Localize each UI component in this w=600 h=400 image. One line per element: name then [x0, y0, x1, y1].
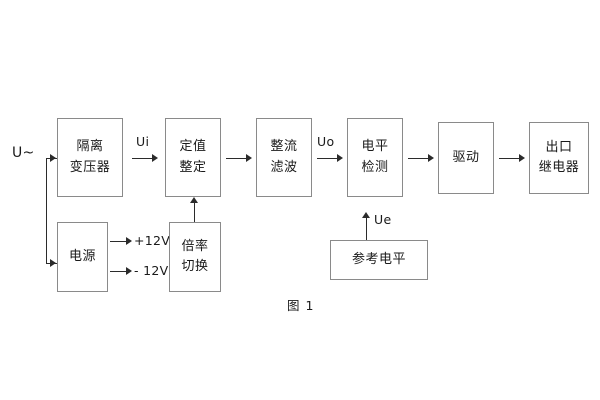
- arrow-level-to-drive-line: [408, 158, 430, 159]
- block-line: 滤波: [270, 159, 298, 175]
- block-line: 倍率: [181, 238, 209, 254]
- block-drive: 驱动: [438, 122, 494, 194]
- arrow-reference-to-level-head: [362, 212, 370, 218]
- block-reference-level: 参考电平: [330, 240, 428, 280]
- block-line: 电平: [361, 139, 389, 155]
- arrow-level-to-drive-head: [428, 154, 434, 162]
- block-line: 继电器: [538, 160, 580, 175]
- block-level-detection: 电平 检测: [347, 118, 403, 197]
- block-line: 变压器: [69, 159, 111, 175]
- block-line: 参考电平: [351, 251, 406, 267]
- arrow-multiplier-to-setting-line: [194, 203, 195, 222]
- arrow-multiplier-to-setting-head: [190, 197, 198, 203]
- block-power-supply: 电源: [57, 222, 108, 292]
- block-isolation-transformer: 隔离 变压器: [57, 118, 123, 197]
- rail-negative-arrow: [126, 267, 132, 275]
- arrow-drive-to-relay-line: [499, 158, 521, 159]
- rail-positive-label: +12V: [134, 233, 171, 248]
- block-output-relay: 出口 继电器: [529, 122, 589, 194]
- block-line: 整流: [270, 139, 298, 155]
- arrow-reference-to-level-line: [366, 218, 367, 240]
- block-line: 检测: [361, 159, 389, 175]
- block-line: 整定: [179, 159, 207, 175]
- signal-label-ue: Ue: [374, 212, 392, 227]
- signal-label-uo: Uo: [317, 134, 335, 149]
- arrow-setting-to-rectify-head: [246, 154, 252, 162]
- block-line: 隔离: [76, 139, 104, 155]
- feed-to-transformer-arrow: [50, 154, 56, 162]
- rail-negative-line: [110, 271, 128, 272]
- rail-positive-arrow: [126, 237, 132, 245]
- rail-negative-label: - 12V: [134, 263, 169, 278]
- input-bus-vertical: [46, 158, 47, 263]
- arrow-transformer-to-setting-line: [132, 158, 154, 159]
- arrow-rectify-to-level-line: [317, 158, 339, 159]
- feed-to-power-arrow: [50, 259, 56, 267]
- block-setting-value: 定值 整定: [165, 118, 221, 197]
- block-line: 出口: [545, 139, 573, 155]
- input-signal-label: U~: [12, 145, 35, 161]
- block-multiplier-switch: 倍率 切换: [169, 222, 221, 292]
- rail-positive-line: [110, 241, 128, 242]
- block-line: 定值: [179, 139, 207, 155]
- arrow-setting-to-rectify-line: [226, 158, 248, 159]
- block-line: 电源: [68, 248, 96, 264]
- block-line: 驱动: [452, 149, 480, 165]
- block-rectify-filter: 整流 滤波: [256, 118, 312, 197]
- arrow-rectify-to-level-head: [337, 154, 343, 162]
- signal-label-ui: Ui: [136, 134, 150, 149]
- figure-caption: 图 1: [287, 298, 315, 313]
- arrow-transformer-to-setting-head: [152, 154, 158, 162]
- block-line: 切换: [181, 259, 209, 274]
- arrow-drive-to-relay-head: [519, 154, 525, 162]
